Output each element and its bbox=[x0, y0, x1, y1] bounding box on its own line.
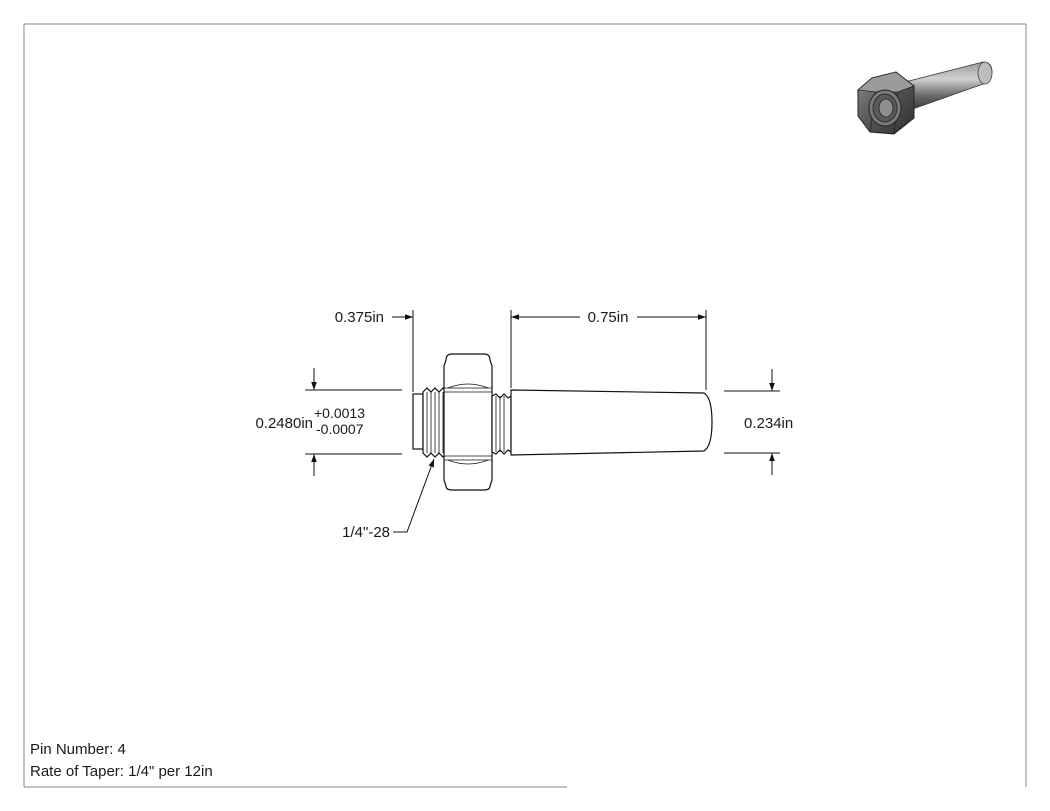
tolerance-minus: -0.0007 bbox=[316, 421, 364, 437]
pin-number-note: Pin Number: 4 bbox=[30, 741, 126, 758]
thread-callout: 1/4"-28 bbox=[342, 524, 390, 541]
base-diameter-dim: 0.2480in bbox=[255, 415, 313, 432]
dimension-lines bbox=[305, 310, 780, 533]
pin-length-dim: 0.75in bbox=[588, 309, 629, 326]
sheet-border bbox=[23, 23, 1027, 788]
thread-length-dim: 0.375in bbox=[335, 309, 384, 326]
pin-front-view bbox=[412, 353, 713, 491]
taper-rate-note: Rate of Taper: 1/4" per 12in bbox=[30, 763, 213, 780]
isometric-view bbox=[857, 61, 993, 135]
tip-diameter-dim: 0.234in bbox=[744, 415, 793, 432]
tolerance-plus: +0.0013 bbox=[314, 405, 365, 421]
